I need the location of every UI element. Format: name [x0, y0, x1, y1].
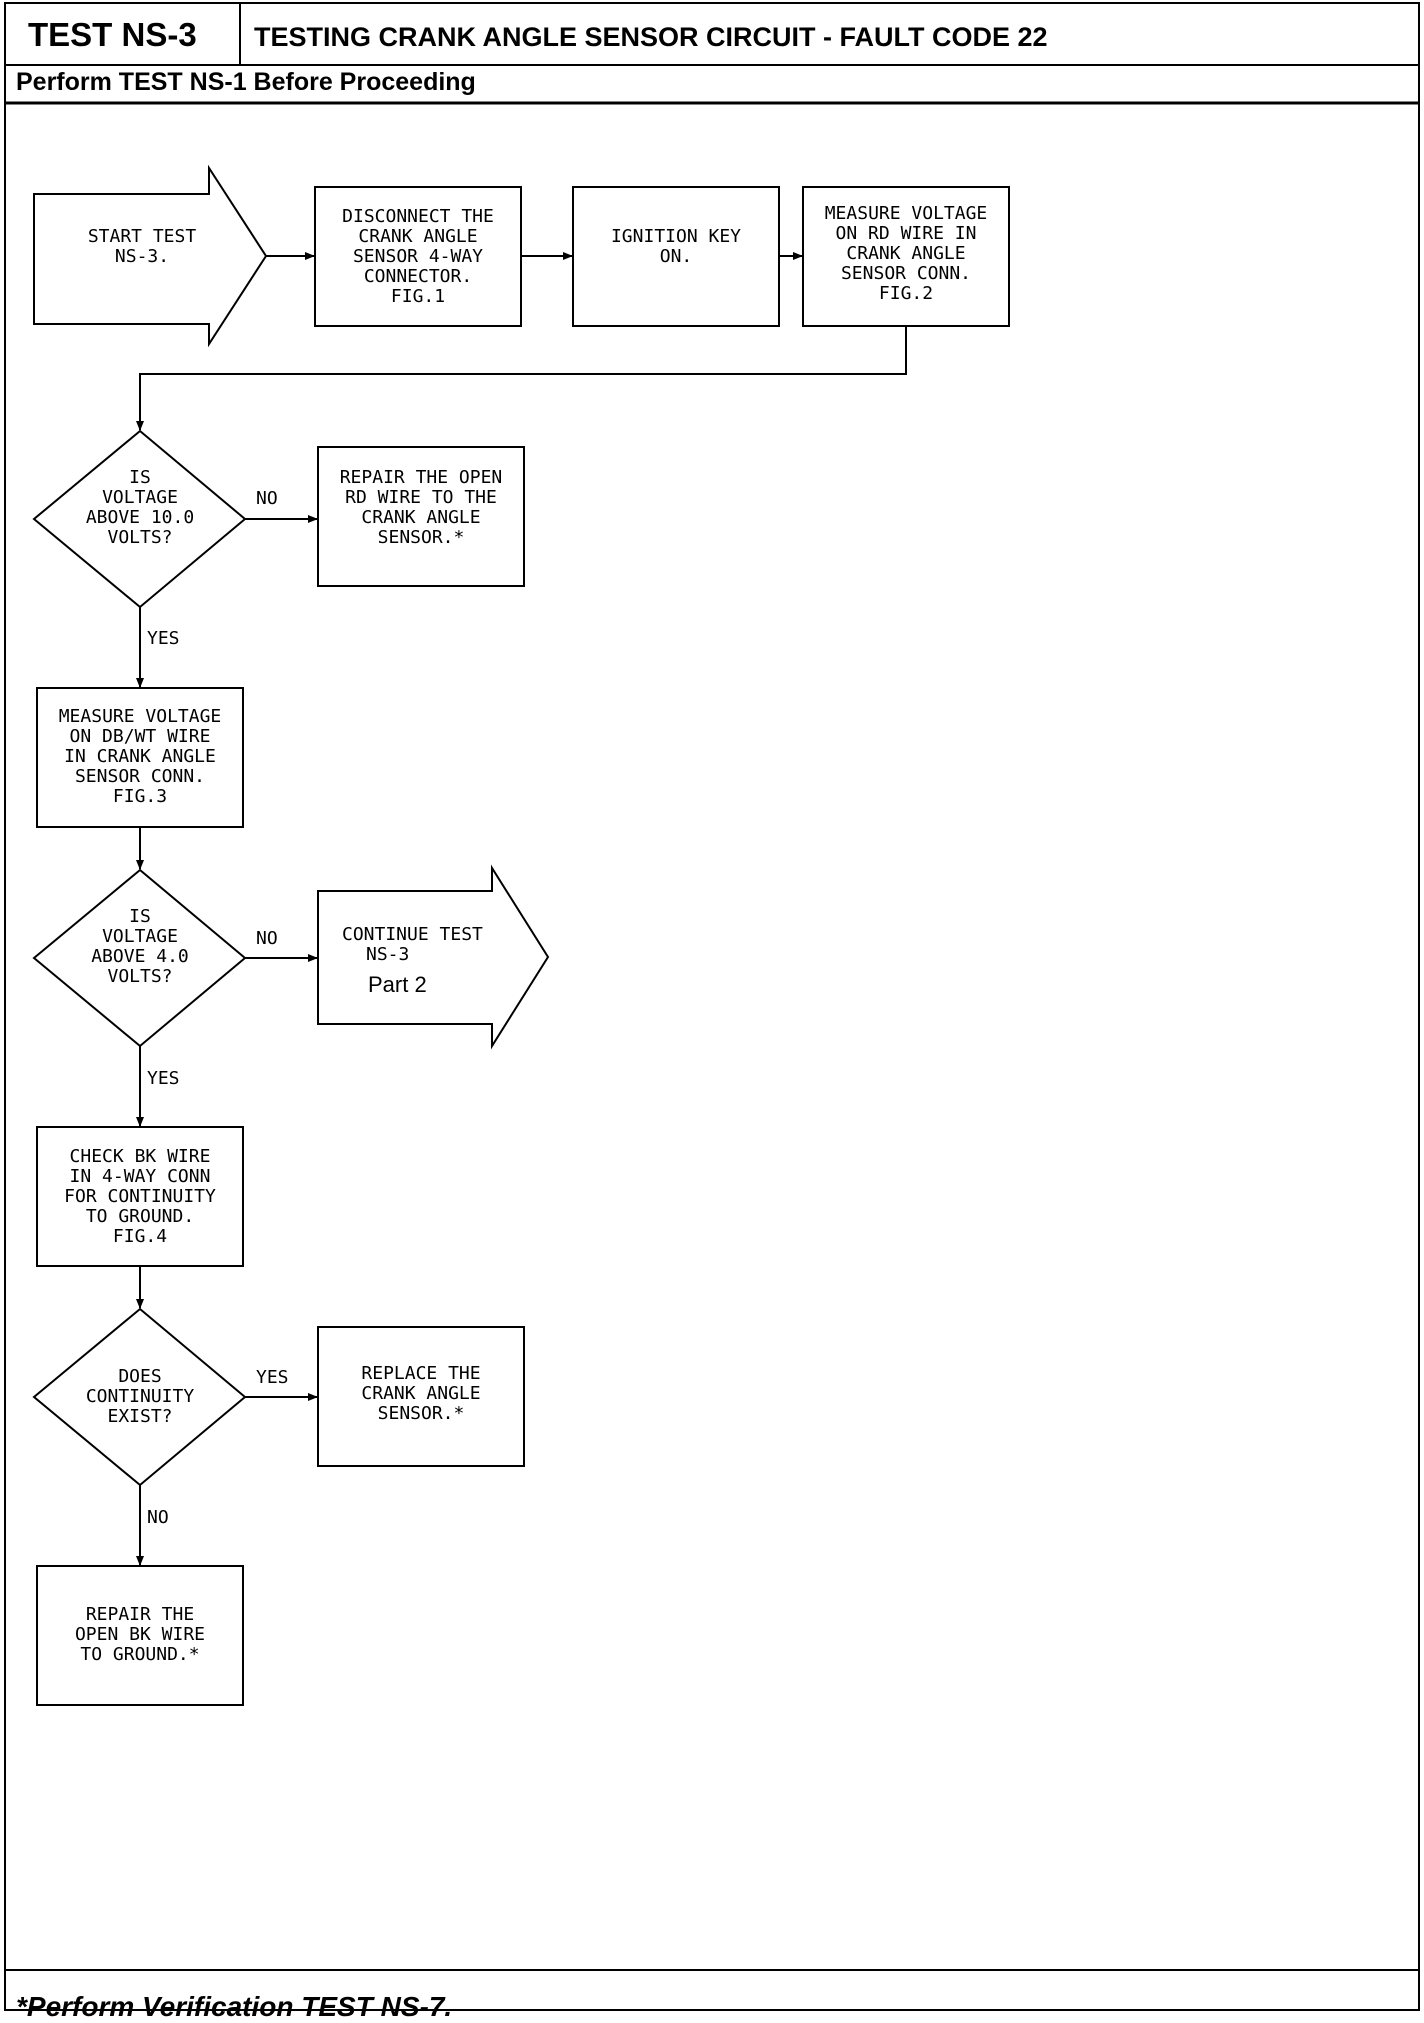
replace-sensor-box	[317, 1326, 525, 1467]
prerequisite-note: Perform TEST NS-1 Before Proceeding	[16, 68, 476, 96]
test-id: TEST NS-3	[28, 16, 197, 53]
measure-dbwt-line-5: FIG.3	[113, 786, 167, 807]
replace-line-1: REPLACE THE	[361, 1363, 480, 1384]
check-bk-line-2: IN 4-WAY CONN	[70, 1166, 211, 1187]
start-line-2: NS-3.	[115, 246, 169, 267]
decision-4v-line-3: ABOVE 4.0	[91, 946, 189, 967]
measure-dbwt-line-1: MEASURE VOLTAGE	[59, 706, 222, 727]
continue-part-label: Part 2	[368, 972, 427, 997]
measure-dbwt-line-2: ON DB/WT WIRE	[70, 726, 211, 747]
repair-rd-line-3: CRANK ANGLE	[361, 507, 480, 528]
decision-4v-line-4: VOLTS?	[107, 966, 172, 987]
decision-continuity-line-3: EXIST?	[107, 1406, 172, 1427]
edge-measure-rd-to-decision-1	[136, 326, 907, 431]
replace-line-2: CRANK ANGLE	[361, 1383, 480, 1404]
decision-10v-no-label: NO	[256, 488, 278, 509]
start-line-1: START TEST	[88, 226, 197, 247]
disconnect-box	[314, 186, 522, 327]
continue-arrow-shape	[317, 864, 550, 1050]
repair-bk-line-2: OPEN BK WIRE	[75, 1624, 205, 1645]
repair-rd-box	[317, 446, 525, 587]
replace-line-3: SENSOR.*	[378, 1403, 465, 1424]
decision-4v-no-label: NO	[256, 928, 278, 949]
decision-continuity-no-label: NO	[147, 1507, 169, 1528]
repair-rd-line-2: RD WIRE TO THE	[345, 487, 497, 508]
decision-continuity-yes-label: YES	[256, 1367, 289, 1388]
verification-note: *Perform Verification TEST NS-7.	[16, 1991, 453, 2022]
disconnect-line-4: CONNECTOR.	[364, 266, 472, 287]
check-bk-line-5: FIG.4	[113, 1226, 167, 1247]
page-title: TESTING CRANK ANGLE SENSOR CIRCUIT - FAU…	[254, 22, 1048, 52]
continue-line-1: CONTINUE TEST	[342, 924, 483, 945]
decision-10v-line-2: VOLTAGE	[102, 487, 178, 508]
decision-4v-line-2: VOLTAGE	[102, 926, 178, 947]
decision-10v-yes-label: YES	[147, 628, 180, 649]
measure-rd-box	[802, 186, 1010, 327]
repair-bk-line-1: REPAIR THE	[86, 1604, 194, 1625]
decision-4v-line-1: IS	[129, 906, 151, 927]
start-arrow-shape	[33, 164, 268, 348]
measure-rd-line-5: FIG.2	[879, 283, 933, 304]
outer-border	[4, 2, 1420, 2011]
measure-rd-line-2: ON RD WIRE IN	[836, 223, 977, 244]
decision-4v-yes-label: YES	[147, 1068, 180, 1089]
measure-rd-line-1: MEASURE VOLTAGE	[825, 203, 988, 224]
measure-dbwt-line-4: SENSOR CONN.	[75, 766, 205, 787]
measure-dbwt-line-3: IN CRANK ANGLE	[64, 746, 216, 767]
check-bk-line-3: FOR CONTINUITY	[64, 1186, 216, 1207]
decision-continuity-line-2: CONTINUITY	[86, 1386, 195, 1407]
continue-line-2: NS-3	[366, 944, 409, 965]
disconnect-line-3: SENSOR 4-WAY	[353, 246, 483, 267]
decision-10v-line-3: ABOVE 10.0	[86, 507, 194, 528]
decision-10v-line-1: IS	[129, 467, 151, 488]
ignition-line-2: ON.	[660, 246, 693, 267]
measure-rd-line-3: CRANK ANGLE	[846, 243, 965, 264]
measure-rd-line-4: SENSOR CONN.	[841, 263, 971, 284]
check-bk-line-4: TO GROUND.	[86, 1206, 194, 1227]
ignition-line-1: IGNITION KEY	[611, 226, 741, 247]
disconnect-line-2: CRANK ANGLE	[358, 226, 477, 247]
page-frame: START TEST NS-3. DISCONNECT THE CRANK AN…	[4, 2, 1420, 2011]
disconnect-line-1: DISCONNECT THE	[342, 206, 494, 227]
decision-10v-line-4: VOLTS?	[107, 527, 172, 548]
disconnect-line-5: FIG.1	[391, 286, 445, 307]
ignition-box	[572, 186, 780, 327]
repair-bk-box	[36, 1565, 244, 1706]
repair-rd-line-1: REPAIR THE OPEN	[340, 467, 503, 488]
check-bk-line-1: CHECK BK WIRE	[70, 1146, 211, 1167]
decision-continuity-line-1: DOES	[118, 1366, 161, 1387]
diagnostic-page: START TEST NS-3. DISCONNECT THE CRANK AN…	[4, 2, 1420, 2022]
repair-bk-line-3: TO GROUND.*	[80, 1644, 199, 1665]
repair-rd-line-4: SENSOR.*	[378, 527, 465, 548]
